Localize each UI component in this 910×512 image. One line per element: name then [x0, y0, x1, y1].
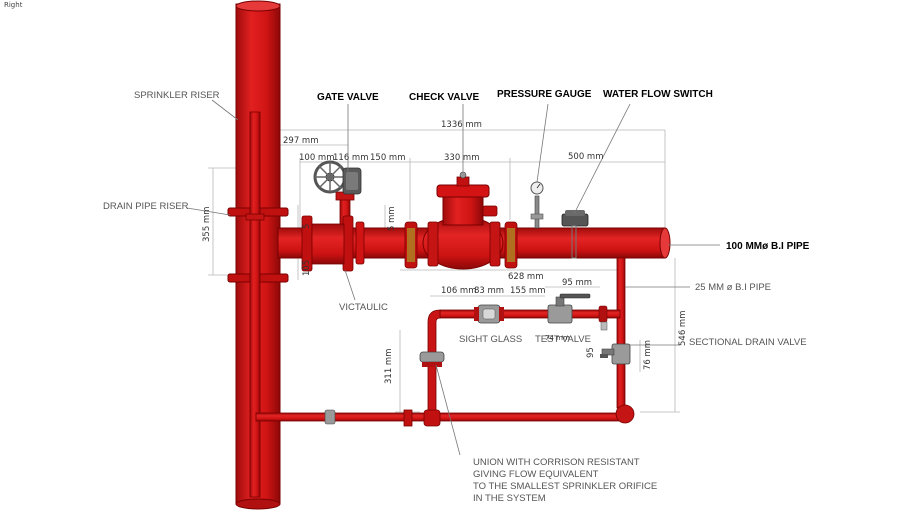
union-note-line-1: UNION WITH CORRISON RESISTANT — [473, 457, 640, 468]
view-label: Right — [4, 1, 23, 9]
dim-150: 150 mm — [370, 153, 406, 163]
dim-95b: 95 — [586, 347, 596, 358]
test-valve — [547, 293, 608, 331]
dim-riser-to-gate: 297 mm — [283, 136, 319, 146]
union-note-line-2: GIVING FLOW EQUIVALENT — [473, 469, 599, 480]
dim-95a: 95 mm — [562, 278, 592, 288]
sectional-drain-valve — [600, 343, 631, 365]
water-flow-switch — [561, 210, 589, 259]
test-valve-label: TEST VALVE — [535, 334, 591, 345]
pressure-gauge — [530, 181, 544, 229]
drain-pipe-riser — [245, 111, 265, 498]
dim-311: 311 mm — [384, 349, 394, 385]
union-note-line-3: TO THE SMALLEST SPRINKLER ORIFICE — [473, 481, 657, 492]
dim-330: 330 mm — [444, 153, 480, 163]
dim-500: 500 mm — [568, 152, 604, 162]
dim-5a: 5 — [302, 224, 312, 229]
union-note-line-4: IN THE SYSTEM — [473, 493, 546, 504]
victaulic-coupling — [404, 221, 518, 269]
dim-76: 76 mm — [643, 340, 653, 370]
dim-100: 100 mm — [299, 153, 335, 163]
main-pipe-label: 100 MMø B.I PIPE — [726, 241, 810, 252]
gate-valve — [301, 160, 365, 272]
dim-5b: 5 mm — [387, 206, 397, 231]
drain-pipe-riser-label: DRAIN PIPE RISER — [103, 201, 189, 212]
dim-83: 83 mm — [474, 286, 504, 296]
leader-lines — [186, 99, 720, 456]
dim-546: 546 mm — [678, 311, 688, 347]
return-pipe-union — [324, 409, 336, 425]
dim-628: 628 mm — [508, 272, 544, 282]
check-valve-label: CHECK VALVE — [409, 92, 480, 103]
check-valve — [422, 171, 504, 270]
dim-355: 355 mm — [202, 207, 212, 243]
dim-overall: 1336 mm — [441, 120, 482, 130]
dim-105: 105 — [302, 260, 312, 276]
gate-valve-label: GATE VALVE — [317, 92, 379, 103]
sprinkler-riser-label: SPRINKLER RISER — [134, 90, 220, 101]
dim-155: 155 mm — [510, 286, 546, 296]
sectional-drain-valve-label: SECTIONAL DRAIN VALVE — [689, 337, 807, 348]
dim-106: 106 mm — [441, 286, 477, 296]
union-note: UNION WITH CORRISON RESISTANT GIVING FLO… — [473, 457, 657, 504]
dim-116: 116 mm — [333, 153, 369, 163]
water-flow-switch-label: WATER FLOW SWITCH — [603, 89, 713, 100]
victaulic-label: VICTAULIC — [339, 302, 388, 313]
union-fitting — [419, 351, 445, 367]
sight-glass-label: SIGHT GLASS — [459, 334, 522, 345]
sight-glass — [474, 304, 504, 324]
pressure-gauge-label: PRESSURE GAUGE — [497, 89, 592, 100]
small-pipe-label: 25 MM ø B.I PIPE — [695, 282, 771, 293]
dim-74: 74 mm — [545, 334, 570, 342]
